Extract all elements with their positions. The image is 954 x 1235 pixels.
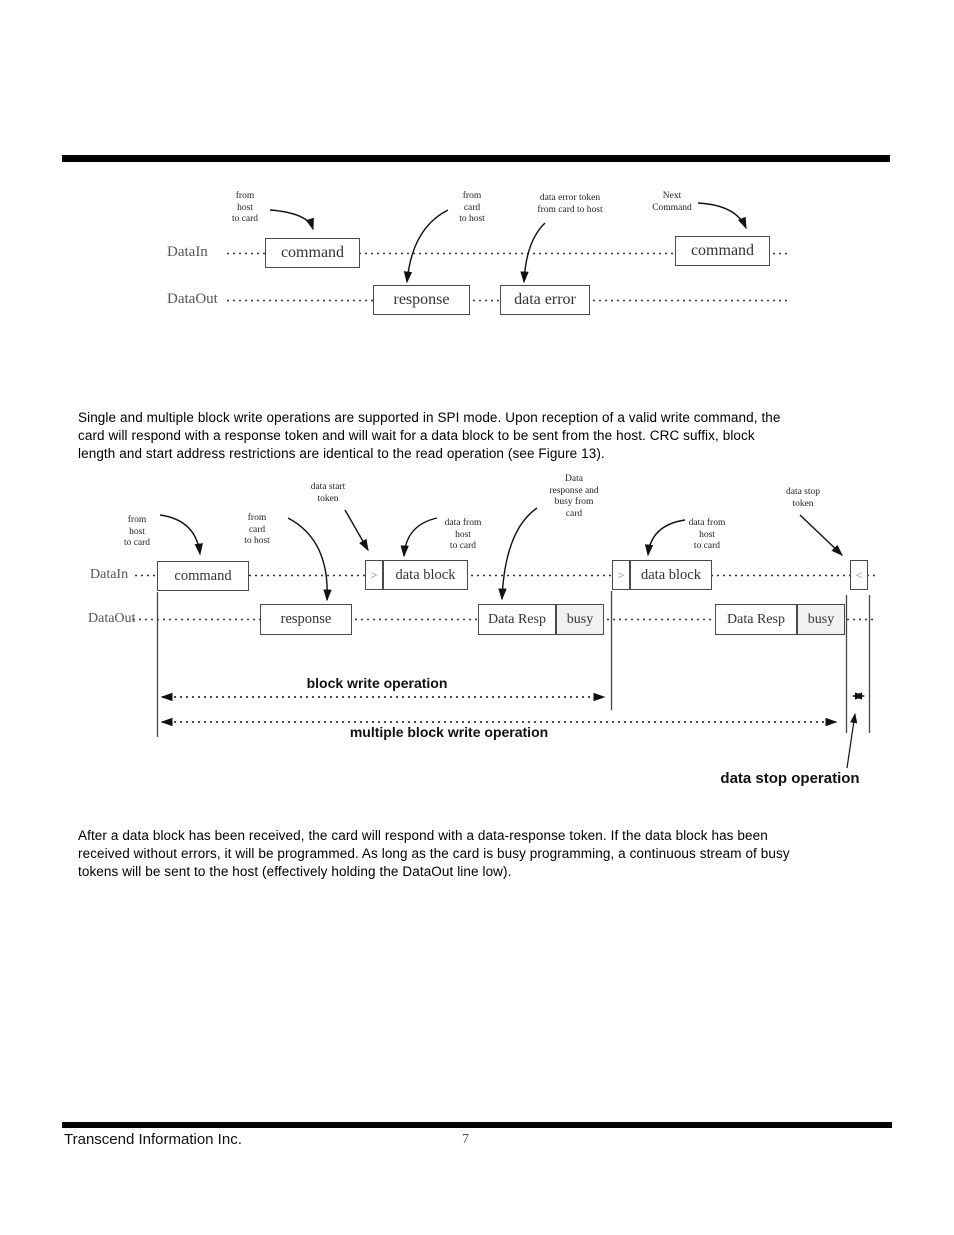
data-resp-box-2: Data Resp: [715, 604, 797, 635]
label-multiple-block-write-operation: multiple block write operation: [349, 724, 549, 740]
busy-box-1: busy: [556, 604, 604, 635]
annotation-next-command: Next Command: [652, 191, 692, 213]
annotation-data-stop-token: data stop token: [785, 487, 821, 509]
paragraph-write-operations: Single and multiple block write operatio…: [78, 410, 781, 461]
lane-label-dataout: DataOut: [167, 291, 218, 307]
lane-label-dataout: DataOut: [88, 611, 136, 626]
footer-page-number: 7: [462, 1132, 469, 1147]
label-data-stop-operation: data stop operation: [720, 770, 860, 787]
footer-company-name: Transcend Information Inc.: [64, 1131, 242, 1148]
annotation-from-card-to-host: from card to host: [459, 191, 485, 225]
annotation-from-host-to-card: from host to card: [123, 515, 151, 549]
busy-box-2: busy: [797, 604, 845, 635]
response-box: response: [260, 604, 352, 635]
footer-rule: [62, 1122, 892, 1128]
figure1-timing-diagram: DataIn DataOut command response data err…: [150, 183, 795, 343]
data-resp-box-1: Data Resp: [478, 604, 556, 635]
lane-label-datain: DataIn: [90, 567, 129, 582]
start-token-box-1: >: [365, 560, 383, 590]
command-box-1: command: [265, 238, 360, 268]
command-box: command: [157, 561, 249, 591]
annotation-data-from-host-2: data from host to card: [688, 518, 726, 552]
annotation-data-response-busy: Data response and busy from card: [549, 474, 599, 519]
annotation-from-card-to-host: from card to host: [244, 513, 270, 547]
label-block-write-operation: block write operation: [306, 675, 448, 691]
lane-label-datain: DataIn: [167, 244, 208, 260]
header-rule: [62, 155, 890, 162]
start-token-box-2: >: [612, 560, 630, 590]
data-block-box-2: data block: [630, 560, 712, 590]
annotation-from-host-to-card: from host to card: [231, 191, 259, 225]
annotation-data-from-host-1: data from host to card: [444, 518, 482, 552]
data-error-box: data error: [500, 285, 590, 315]
figure2-timing-diagram: DataIn DataOut command > data block > da…: [78, 470, 878, 790]
command-box-2: command: [675, 236, 770, 266]
stop-token-box: <: [850, 560, 868, 590]
annotation-data-error-token: data error token from card to host: [537, 193, 603, 215]
response-box: response: [373, 285, 470, 315]
annotation-data-start-token: data start token: [310, 482, 346, 504]
data-block-box-1: data block: [383, 560, 468, 590]
paragraph-data-response: After a data block has been received, th…: [78, 828, 790, 879]
